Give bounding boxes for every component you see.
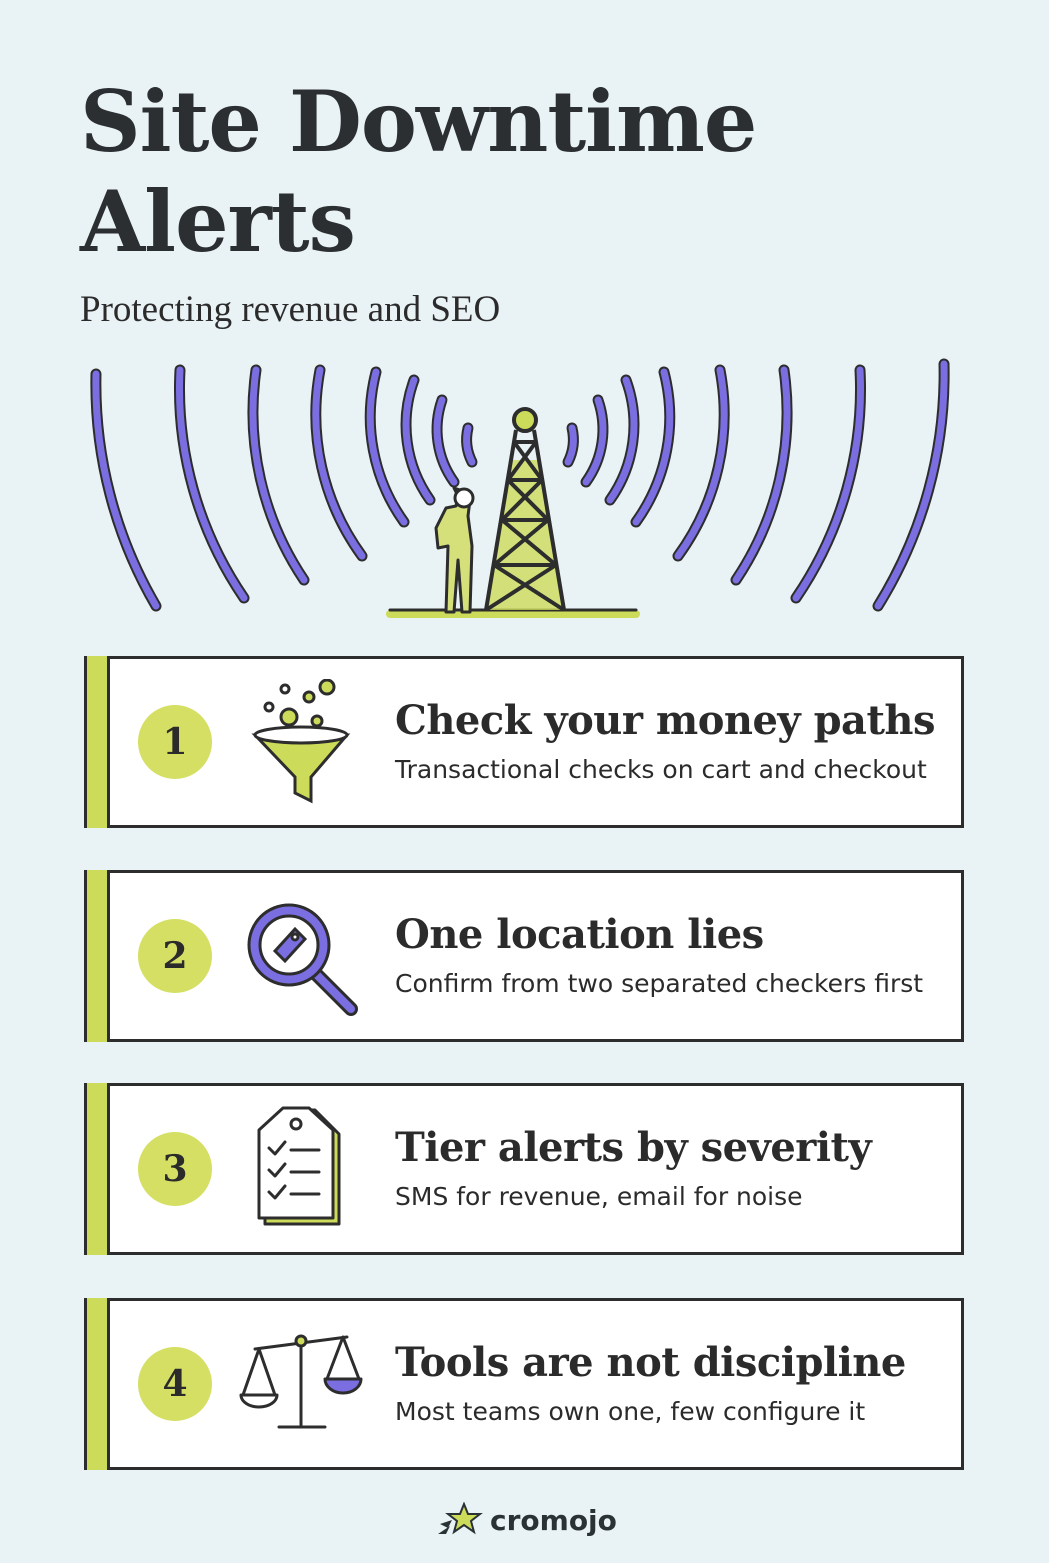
tip-card-1: 1 Check your money paths Transactional c… (84, 656, 964, 828)
page-title: Site Downtime Alerts (80, 72, 757, 271)
card-heading: Tools are not discipline (395, 1339, 906, 1386)
funnel-icon (251, 679, 351, 804)
step-number: 4 (138, 1347, 212, 1421)
brand-name: cromojo (490, 1503, 617, 1537)
card-description: Transactional checks on cart and checkou… (395, 755, 927, 784)
step-number: 1 (138, 705, 212, 779)
person-icon (434, 486, 475, 614)
card-heading: One location lies (395, 911, 764, 958)
tip-card-4: 4 Tools are not discipline Most teams ow… (84, 1298, 964, 1470)
card-heading: Check your money paths (395, 697, 936, 744)
tip-card-3: 3 Tier alerts by severity SMS for revenu… (84, 1083, 964, 1255)
card-heading: Tier alerts by severity (395, 1124, 872, 1171)
radio-tower-illustration (90, 358, 950, 618)
magnifier-tag-icon (247, 903, 358, 1016)
radio-waves-icon (90, 358, 950, 612)
card-accent-bar (84, 1298, 110, 1470)
card-description: Confirm from two separated checkers firs… (395, 969, 924, 998)
card-accent-bar (84, 870, 110, 1042)
tip-card-2: 2 One location lies Confirm from two sep… (84, 870, 964, 1042)
broadcast-tower-icon (484, 407, 566, 612)
step-number: 3 (138, 1132, 212, 1206)
brand-logo: cromojo (436, 1500, 617, 1540)
card-description: SMS for revenue, email for noise (395, 1182, 803, 1211)
page-subtitle: Protecting revenue and SEO (80, 289, 501, 330)
checklist-tag-icon (257, 1106, 341, 1226)
card-accent-bar (84, 656, 110, 828)
star-logo-icon (438, 1502, 483, 1535)
card-accent-bar (84, 1083, 110, 1255)
card-description: Most teams own one, few configure it (395, 1397, 866, 1426)
step-number: 2 (138, 919, 212, 993)
balance-scale-icon (239, 1334, 363, 1429)
